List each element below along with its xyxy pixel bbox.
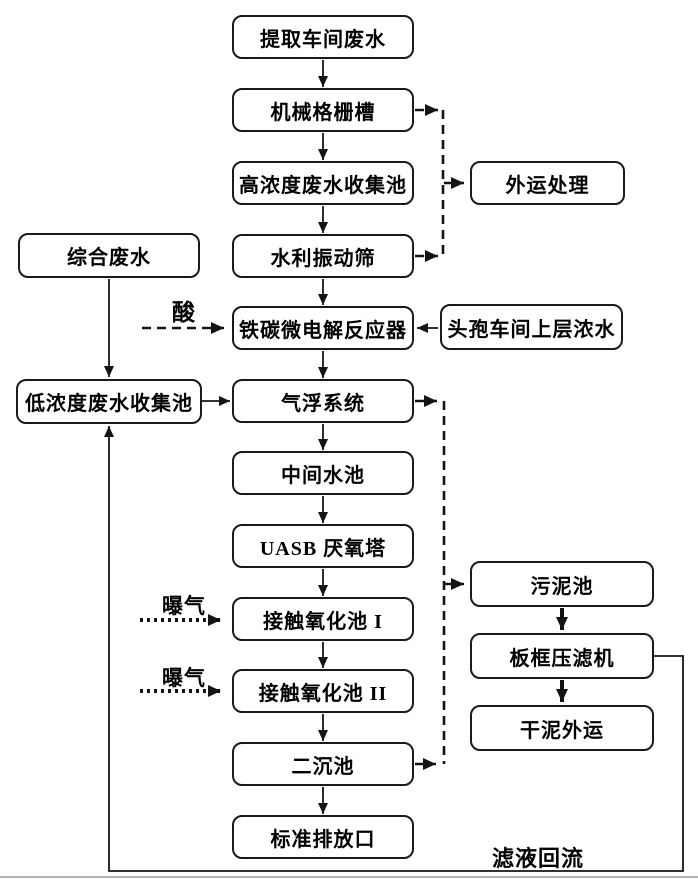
label-acid: 酸 <box>172 300 196 325</box>
node-extract-workshop-wastewater: 提取车间废水 <box>232 15 414 59</box>
node-uasb-anaerobic-tower: UASB 厌氧塔 <box>232 524 414 568</box>
node-standard-discharge-outlet: 标准排放口 <box>232 815 414 859</box>
edge-filtrate-reflux-loop <box>104 426 684 872</box>
node-air-flotation-system: 气浮系统 <box>232 379 414 423</box>
label-aeration-1: 曝气 <box>162 594 206 618</box>
node-dry-sludge-outbound: 干泥外运 <box>470 705 654 751</box>
page-bottom-edge <box>0 876 698 878</box>
node-secondary-sedimentation-tank: 二沉池 <box>232 742 414 786</box>
node-intermediate-tank: 中间水池 <box>232 451 414 495</box>
node-contact-oxidation-tank-1: 接触氧化池 I <box>232 597 414 641</box>
node-high-concentration-collection-tank: 高浓度废水收集池 <box>232 161 414 205</box>
label-filtrate-reflux: 滤液回流 <box>492 846 585 871</box>
node-plate-frame-filter-press: 板框压滤机 <box>470 633 654 679</box>
node-iron-carbon-microelectrolysis-reactor: 铁碳微电解反应器 <box>232 306 414 350</box>
label-aeration-2: 曝气 <box>162 666 206 690</box>
node-cephalosporin-workshop-concentrated-water: 头孢车间上层浓水 <box>440 304 623 350</box>
node-contact-oxidation-tank-2: 接触氧化池 II <box>232 669 414 713</box>
node-low-concentration-collection-tank: 低浓度废水收集池 <box>16 379 202 424</box>
node-mechanical-grid-tank: 机械格栅槽 <box>232 88 414 132</box>
node-external-transport-treatment: 外运处理 <box>470 161 625 205</box>
node-hydraulic-vibrating-screen: 水利振动筛 <box>232 234 414 278</box>
node-sludge-tank: 污泥池 <box>470 561 654 607</box>
node-comprehensive-wastewater: 综合废水 <box>18 233 200 278</box>
